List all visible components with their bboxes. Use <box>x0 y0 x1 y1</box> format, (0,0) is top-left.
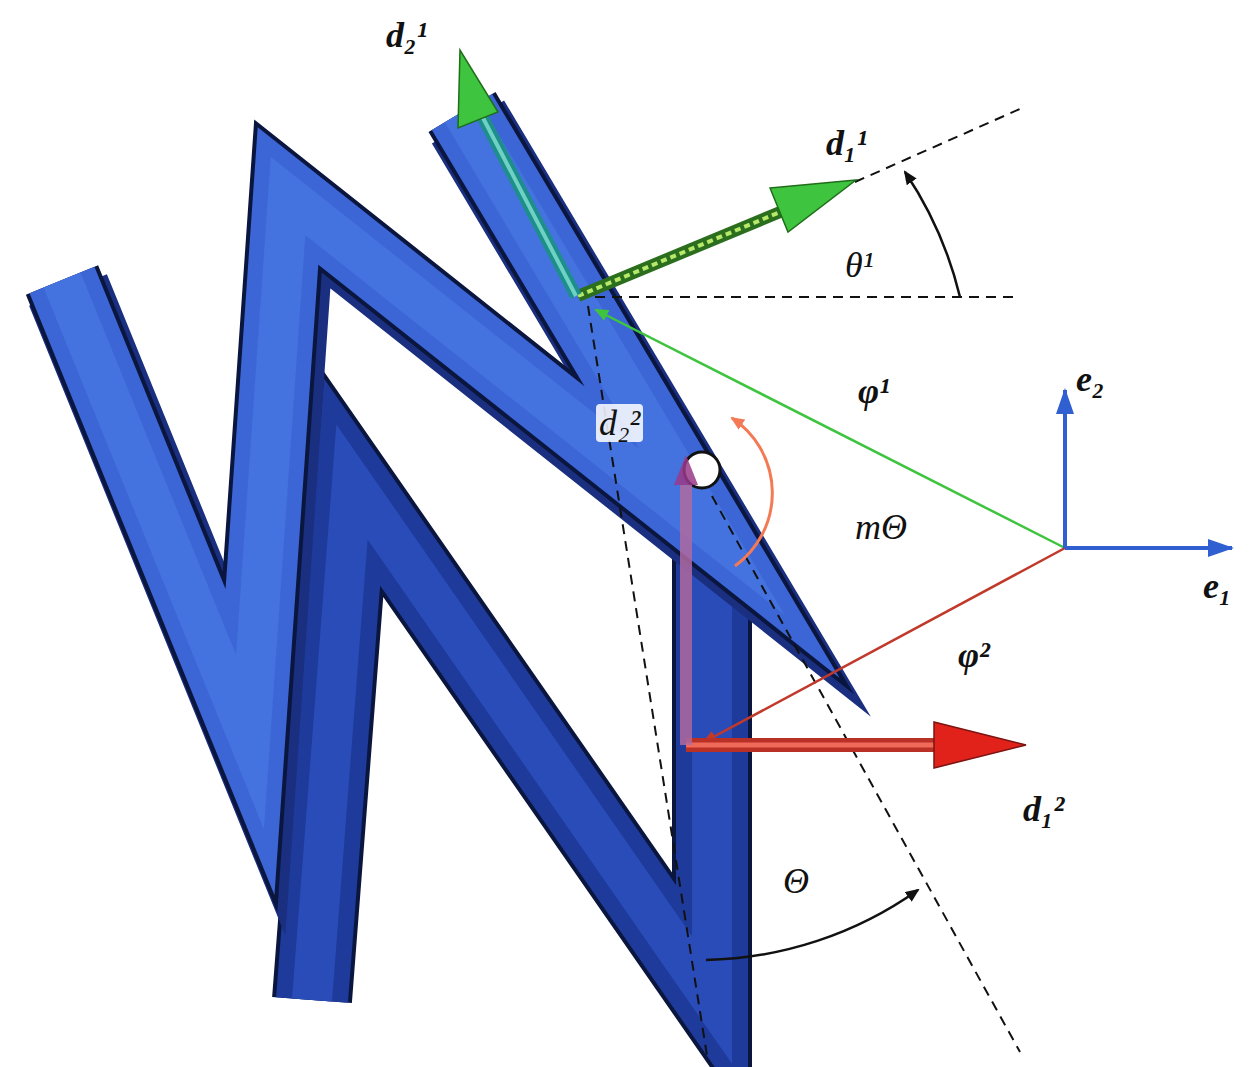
position-label: φ² <box>955 636 993 674</box>
moment-arc <box>732 418 772 566</box>
position-vector-2 <box>704 548 1065 742</box>
reference-lines <box>578 108 1022 1062</box>
angle-label: θ¹ <box>842 246 876 284</box>
axis-label: e₁ <box>1200 567 1235 605</box>
theta1-arc <box>905 172 960 297</box>
axis-label: e₂ <box>1073 360 1108 398</box>
director-label: d₂² <box>596 404 643 442</box>
director-label: d₁¹ <box>823 124 870 162</box>
position-vector-1 <box>596 310 1065 548</box>
director-label: d₂¹ <box>383 16 430 54</box>
moment-label: mΘ <box>852 508 910 546</box>
angle-label: Θ <box>780 862 812 900</box>
position-label: φ¹ <box>855 372 893 410</box>
lower-body <box>312 482 712 1000</box>
axis-e1 <box>1065 546 1232 550</box>
director-d21 <box>458 50 576 296</box>
director-d12 <box>686 722 1026 768</box>
axis-e2 <box>1063 390 1067 548</box>
director-label: d₁² <box>1020 790 1067 828</box>
Theta-arc <box>706 890 918 960</box>
director-d11 <box>578 180 856 296</box>
upper-body <box>62 112 718 752</box>
director-d22 <box>674 455 698 745</box>
